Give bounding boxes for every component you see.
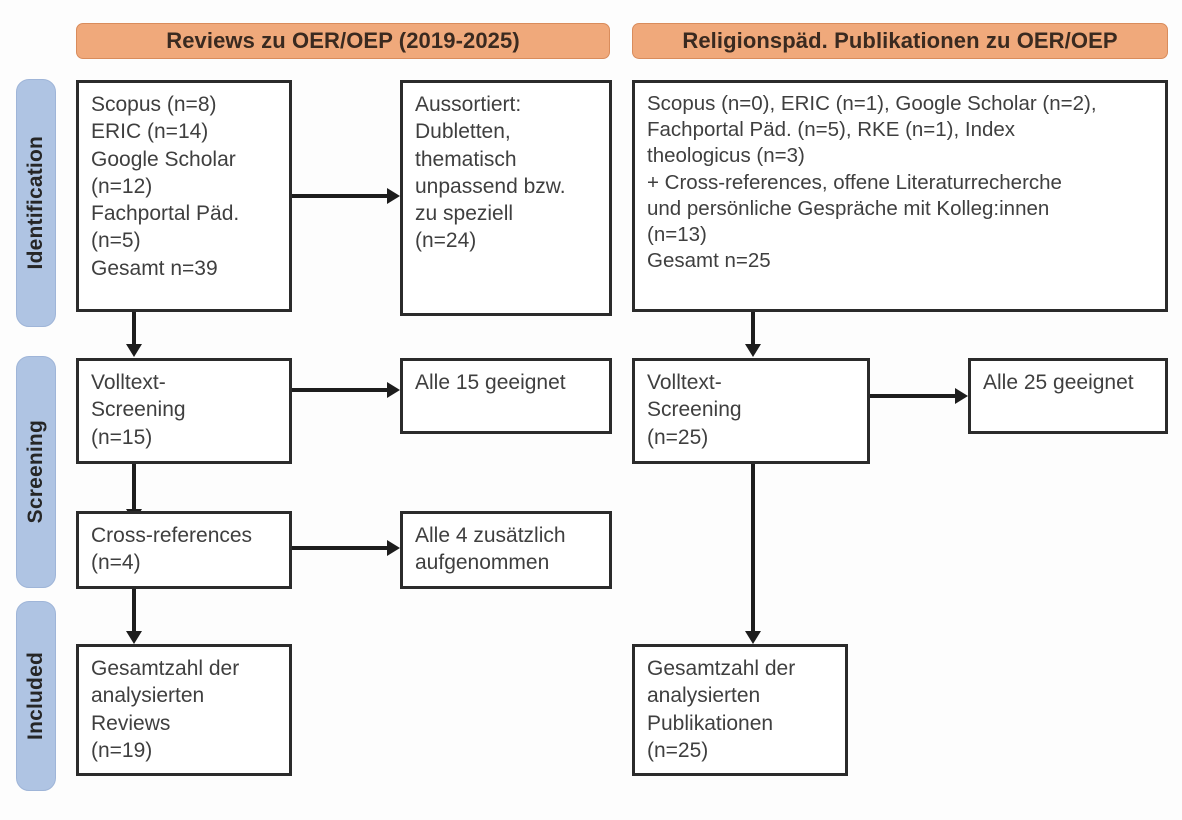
column-header-religionspaed: Religionspäd. Publikationen zu OER/OEP (632, 23, 1168, 59)
phase-label-screening: Screening (16, 356, 56, 588)
connector-left-identification-to-excluded (292, 194, 387, 198)
box-left-screening-result: Alle 15 geeignet (400, 358, 612, 434)
arrowhead-left-crossrefs-to-included (126, 631, 142, 644)
box-right-screening-result: Alle 25 geeignet (968, 358, 1168, 434)
phase-label-screening-text: Screening (24, 420, 47, 524)
box-left-included: Gesamtzahl der analysierten Reviews (n=1… (76, 644, 292, 776)
arrowhead-right-identification-to-screening (745, 344, 761, 357)
box-left-crossrefs-result: Alle 4 zusätzlich aufgenommen (400, 511, 612, 589)
phase-label-identification: Identification (16, 79, 56, 327)
box-left-screening: Volltext- Screening (n=15) (76, 358, 292, 464)
box-right-screening: Volltext- Screening (n=25) (632, 358, 870, 464)
column-header-reviews: Reviews zu OER/OEP (2019-2025) (76, 23, 610, 59)
phase-label-included-text: Included (24, 652, 47, 740)
box-right-identification: Scopus (n=0), ERIC (n=1), Google Scholar… (632, 80, 1168, 312)
arrowhead-left-identification-to-excluded (387, 188, 400, 204)
connector-right-screening-to-result (870, 394, 955, 398)
box-left-identification: Scopus (n=8) ERIC (n=14) Google Scholar … (76, 80, 292, 312)
connector-right-screening-to-included (751, 464, 755, 631)
phase-label-identification-text: Identification (24, 136, 47, 270)
arrowhead-right-screening-to-included (745, 631, 761, 644)
connector-left-identification-to-screening (132, 312, 136, 344)
connector-left-screening-to-result (292, 388, 387, 392)
connector-right-identification-to-screening (751, 312, 755, 344)
connector-left-screening-to-crossrefs (132, 464, 136, 509)
box-right-included: Gesamtzahl der analysierten Publikatione… (632, 644, 848, 776)
arrowhead-left-identification-to-screening (126, 344, 142, 357)
phase-label-included: Included (16, 601, 56, 791)
connector-left-crossrefs-to-result (292, 546, 387, 550)
arrowhead-left-crossrefs-to-result (387, 540, 400, 556)
connector-left-crossrefs-to-included (132, 589, 136, 631)
arrowhead-right-screening-to-result (955, 388, 968, 404)
box-left-crossrefs: Cross-references (n=4) (76, 511, 292, 589)
box-left-excluded: Aussortiert: Dubletten, thematisch unpas… (400, 80, 612, 316)
arrowhead-left-screening-to-result (387, 382, 400, 398)
